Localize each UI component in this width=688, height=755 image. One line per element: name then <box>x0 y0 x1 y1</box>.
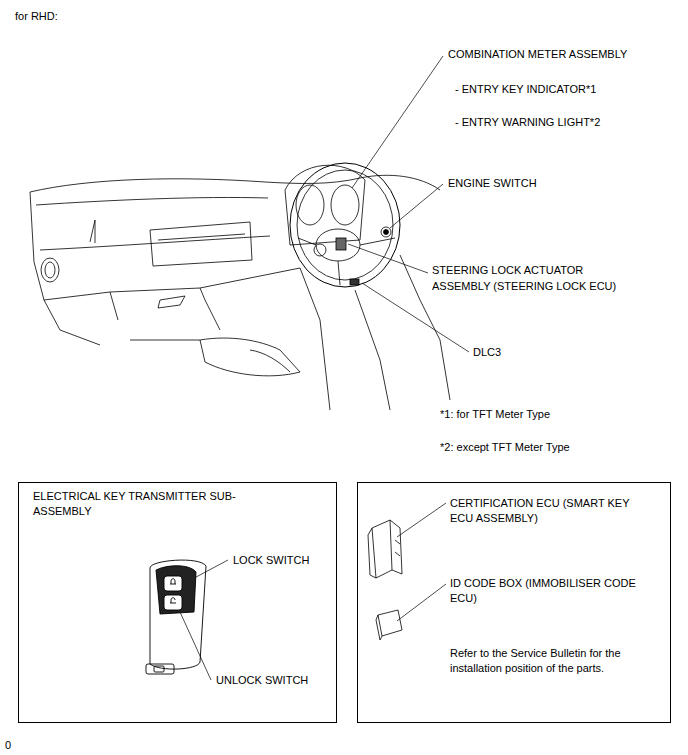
unlock-button <box>164 595 182 610</box>
part-name: LOCK SWITCH <box>233 553 333 568</box>
lock-button <box>164 576 182 591</box>
page-number: 0 <box>5 737 35 753</box>
glove-box <box>158 234 245 240</box>
part-name: COMBINATION METER ASSEMBLY <box>448 46 678 62</box>
part-name: STEERING LOCK ACTUATOR ASSEMBLY (STEERIN… <box>432 262 632 294</box>
sub-part-name: - ENTRY WARNING LIGHT*2 <box>455 114 655 130</box>
engine-switch <box>384 230 389 235</box>
part-name: ENGINE SWITCH <box>448 175 648 191</box>
id-code-box <box>376 610 402 640</box>
certification-ecu <box>368 520 402 578</box>
air-vent <box>45 262 55 278</box>
glove-box-handle <box>158 296 185 308</box>
part-name: DLC3 <box>473 344 553 360</box>
center-console <box>130 340 200 341</box>
key-fob <box>146 560 206 674</box>
box-heading: ELECTRICAL KEY TRANSMITTER SUB-ASSEMBLY <box>33 489 253 519</box>
part-box: ELECTRICAL KEY TRANSMITTER SUB-ASSEMBLY L… <box>18 482 337 723</box>
part-box: CERTIFICATION ECU (SMART KEY ECU ASSEMBL… <box>357 482 671 723</box>
footnote: *1: for TFT Meter Type <box>440 406 660 422</box>
center-console <box>200 338 300 376</box>
note: Refer to the Service Bulletin for the in… <box>450 646 662 676</box>
center-console <box>250 350 290 372</box>
dashboard-outline <box>30 175 450 410</box>
dlc3-connector <box>350 279 359 285</box>
view-note: for RHD: <box>15 8 135 24</box>
part-name: UNLOCK SWITCH <box>216 673 326 688</box>
part-name: ID CODE BOX (IMMOBILISER CODE ECU) <box>450 576 655 606</box>
footnote: *2: except TFT Meter Type <box>440 439 660 455</box>
combination-meter <box>331 185 359 225</box>
part-name: CERTIFICATION ECU (SMART KEY ECU ASSEMBL… <box>450 496 655 526</box>
air-vent <box>41 258 59 282</box>
engine-switch <box>381 227 391 237</box>
glove-box <box>150 222 252 266</box>
sub-part-name: - ENTRY KEY INDICATOR*1 <box>455 81 655 97</box>
steering-wheel <box>290 163 400 287</box>
leader-line <box>180 56 469 680</box>
